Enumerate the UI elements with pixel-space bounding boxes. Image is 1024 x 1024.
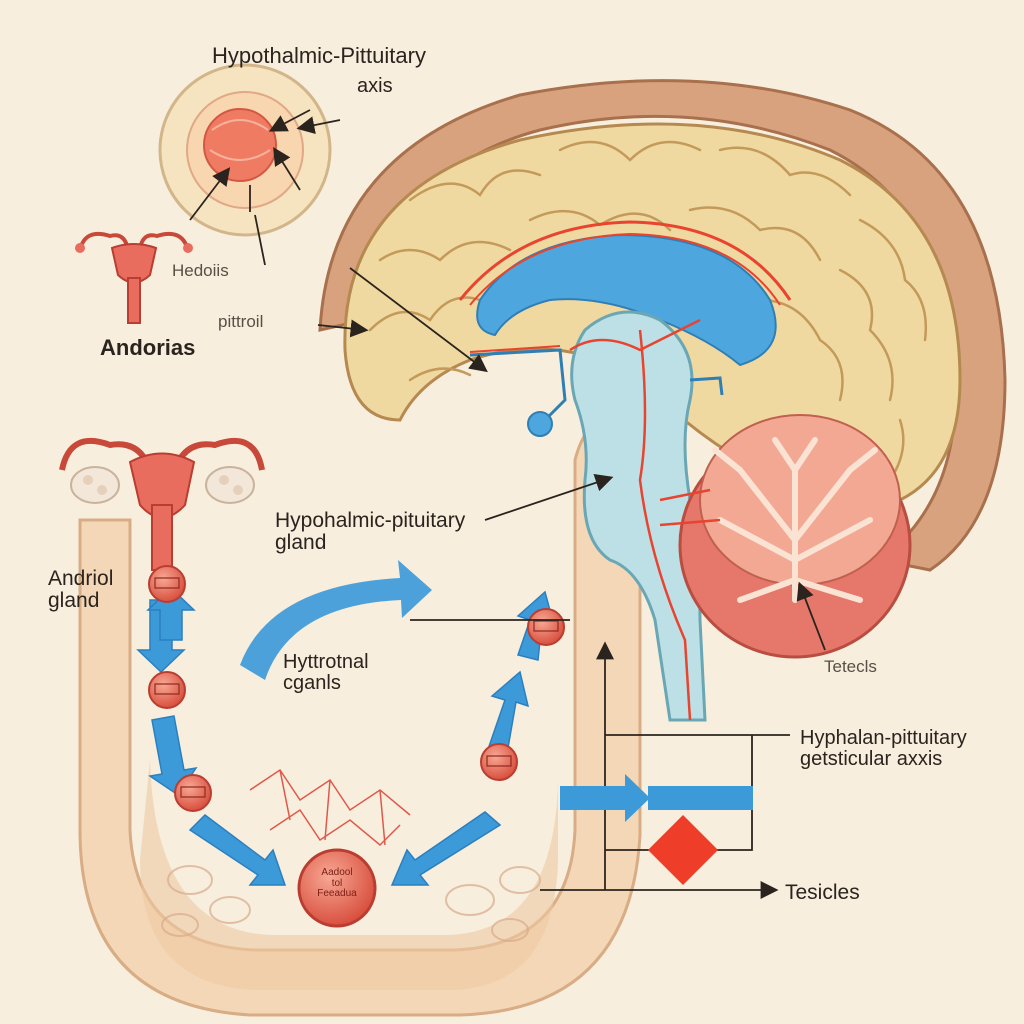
schematic-blue-bar	[648, 786, 753, 810]
label-hyttrotnal-line1: Hyttrotnal	[283, 651, 369, 673]
label-hyttrotnal-line2: cganls	[283, 672, 341, 694]
node-3	[174, 774, 212, 812]
node-4	[527, 608, 565, 646]
flow-arrow-bottom-left	[188, 814, 287, 886]
label-hyphalan-line1: Hyphalan-pittuitary	[800, 727, 967, 749]
label-hyphalan-line2: getsticular axxis	[800, 748, 943, 770]
skull-membrane	[318, 79, 1007, 572]
ovary-right	[205, 466, 255, 504]
label-hypophalmic-line2: gland	[275, 531, 327, 555]
brainstem	[570, 310, 707, 722]
brain-gyri	[368, 140, 927, 482]
label-pointers	[317, 267, 826, 651]
curved-flow-arrow	[240, 560, 432, 680]
label-hypophalmic-gland: Hypohalmic-pituitary gland	[275, 509, 466, 555]
label-bottom-node-line3: Feeadua	[317, 888, 357, 899]
cerebellum	[678, 414, 912, 659]
schematic-blue-arrow	[560, 774, 650, 822]
label-andriol-line2: gland	[48, 589, 100, 613]
label-hyttrotnal-cganls: Hyttrotnal cganls	[283, 652, 369, 694]
node-1	[148, 565, 186, 603]
label-andriol-gland: Andriol gland	[48, 567, 114, 613]
label-top-title-axis: axis	[357, 75, 393, 97]
flow-arrows	[136, 586, 556, 886]
flow-arrow-bottom-right	[390, 811, 502, 886]
tissue-lower-basin	[140, 760, 558, 990]
node-2	[148, 671, 186, 709]
red-diamond	[648, 815, 718, 885]
channel-nodes	[148, 565, 565, 928]
ovary-left	[70, 466, 120, 504]
label-pittroil: pittroil	[218, 312, 264, 331]
label-top-title: Hypothalmic-Pittuitary	[212, 43, 426, 68]
brainstem-nerve	[569, 318, 701, 721]
pituitary-probe	[469, 345, 724, 437]
tissue-blobs	[161, 865, 541, 942]
capillary-web	[249, 768, 411, 847]
label-hyphalan-axis: Hyphalan-pittuitary getsticular axxis	[800, 728, 967, 770]
bottom-node	[297, 848, 377, 928]
label-andorias: Andorias	[100, 335, 196, 360]
large-uterus-icon	[59, 438, 265, 571]
hp-axis-inset	[158, 63, 332, 237]
label-tesicles: Tesicles	[785, 881, 860, 904]
label-tetecls: Tetecls	[824, 657, 877, 676]
corpus-callosum-nerves	[458, 220, 792, 306]
label-hedoris: Hedoiis	[172, 261, 229, 280]
label-bottom-node-line1: Aadool	[321, 867, 353, 878]
hp-axis-pointers	[189, 109, 341, 266]
label-bottom-node: Aadool tol Feeadua	[302, 867, 372, 900]
label-hypophalmic-line1: Hypohalmic-pituitary	[275, 509, 466, 532]
label-andriol-line1: Andriol	[48, 567, 114, 590]
small-uterus-icon	[75, 231, 193, 324]
label-bottom-node-line2: tol	[331, 877, 343, 889]
cerebellum-nerves	[659, 488, 721, 527]
node-5	[480, 743, 518, 781]
